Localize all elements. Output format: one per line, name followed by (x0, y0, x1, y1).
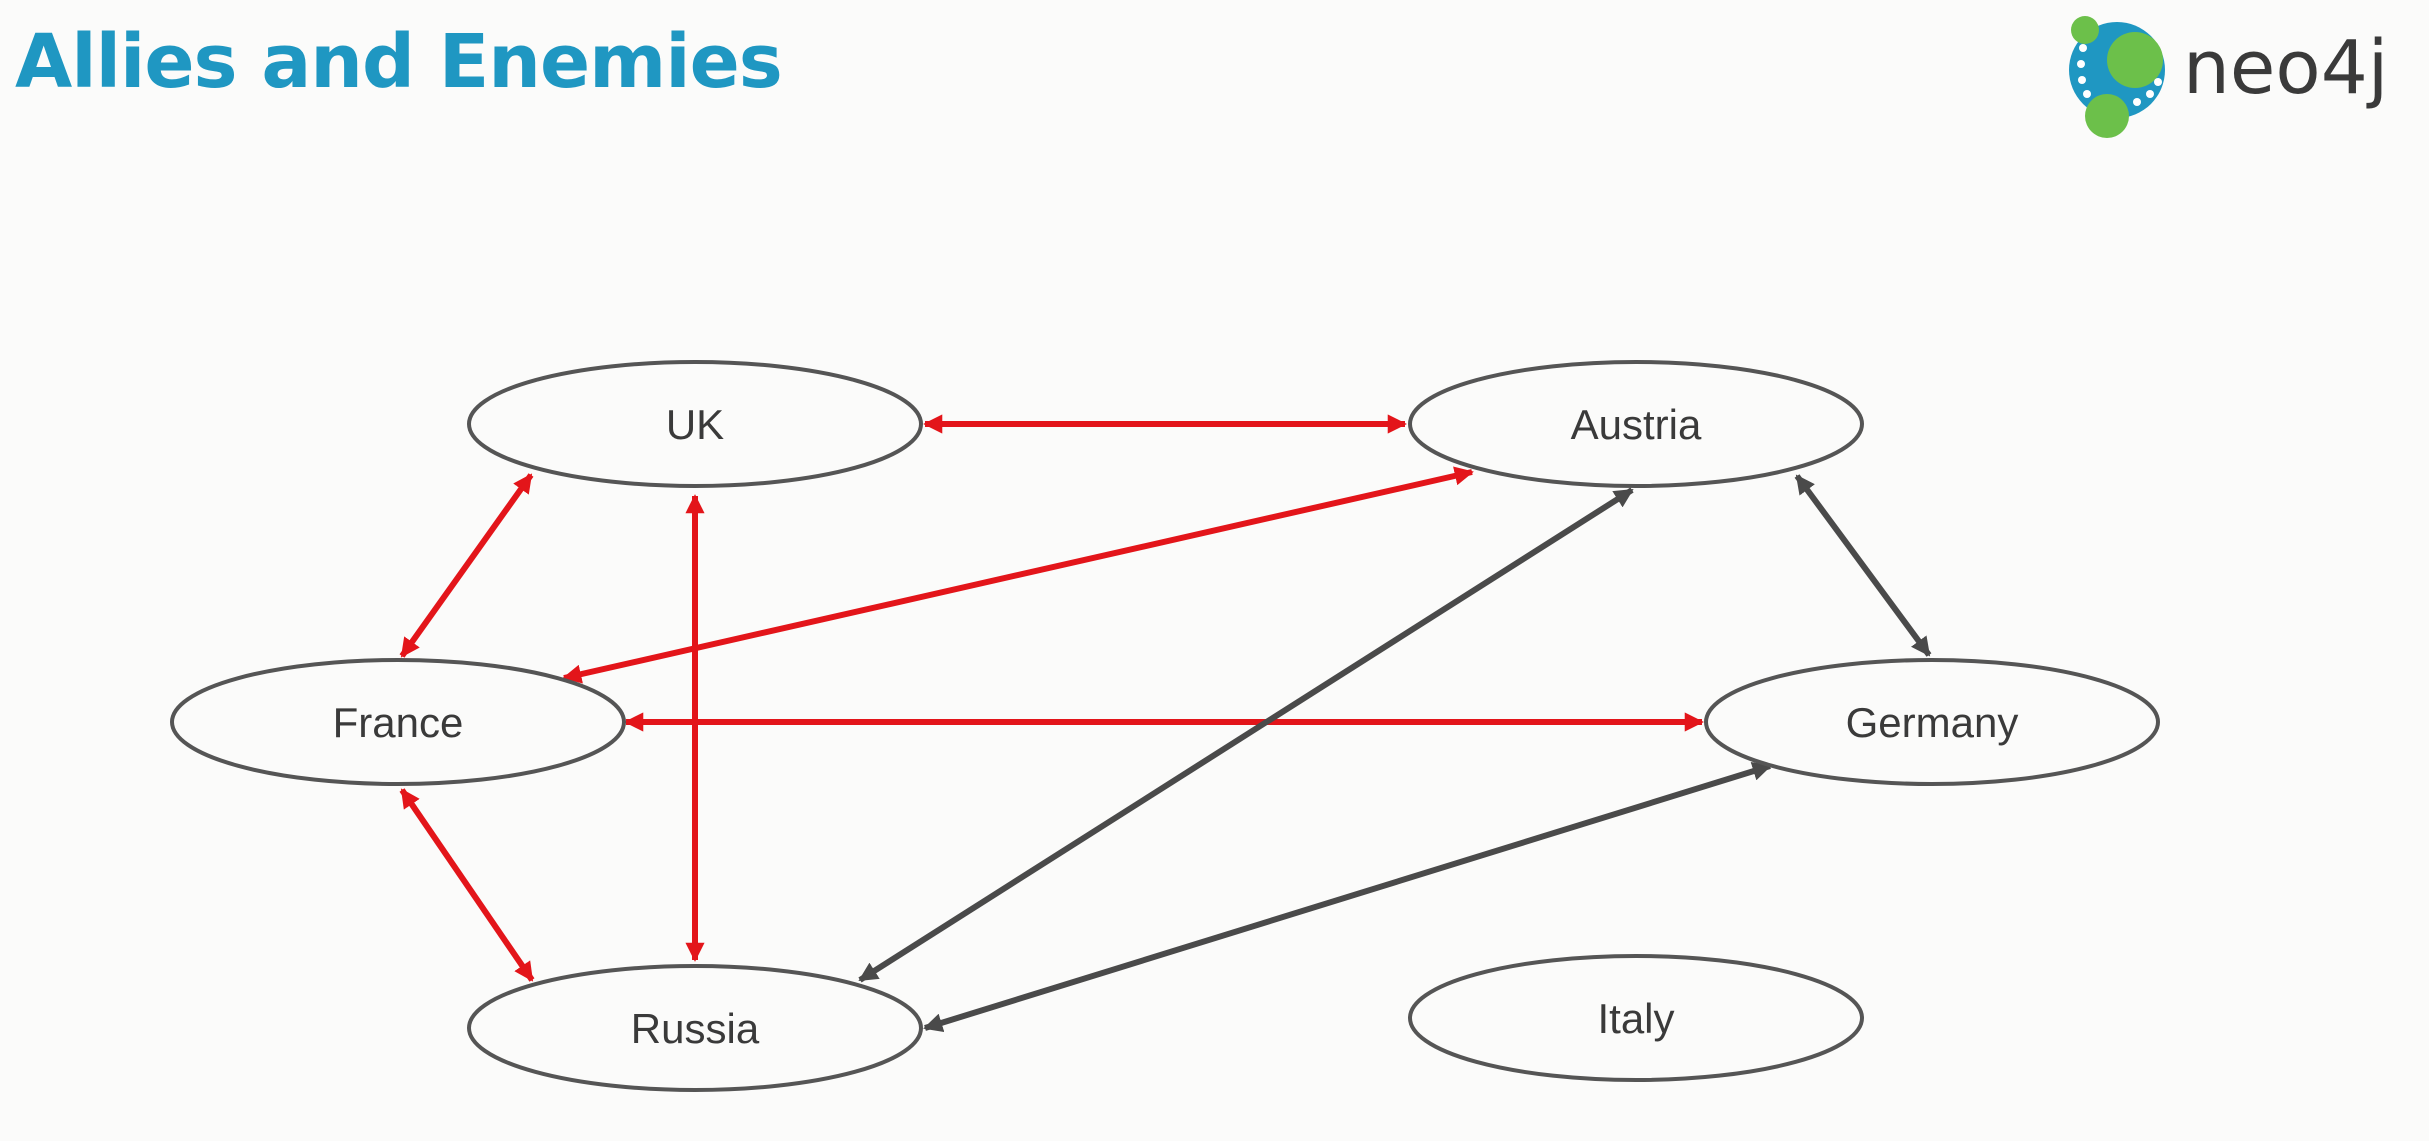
node-austria-label: Austria (1571, 401, 1702, 448)
edges (399, 414, 1932, 1033)
edge-austria-germany (1794, 474, 1932, 657)
neo4j-logo-mark (2069, 16, 2165, 138)
logo-wordmark: neo4j (2183, 25, 2388, 111)
node-austria[interactable]: Austria (1408, 360, 1864, 488)
edge-uk-france (399, 473, 534, 658)
node-italy[interactable]: Italy (1408, 954, 1864, 1082)
node-uk[interactable]: UK (467, 360, 923, 488)
node-austria-shape (1408, 360, 1864, 488)
node-germany-shape (1704, 658, 2160, 786)
node-uk-shape (467, 360, 923, 488)
edge-germany-russia (923, 761, 1772, 1033)
node-russia-label: Russia (631, 1005, 760, 1052)
node-russia-shape (467, 964, 923, 1092)
node-uk-label: UK (666, 401, 724, 448)
node-france[interactable]: France (170, 658, 626, 786)
slide-title: Allies and Enemies (15, 19, 783, 105)
node-france-shape (170, 658, 626, 786)
node-italy-shape (1408, 954, 1864, 1082)
neo4j-logo: neo4j (2069, 16, 2388, 138)
node-germany[interactable]: Germany (1704, 658, 2160, 786)
node-russia[interactable]: Russia (467, 964, 923, 1092)
node-italy-label: Italy (1597, 995, 1674, 1042)
edge-austria-russia (858, 487, 1634, 983)
edge-france-austria (562, 466, 1474, 684)
node-france-label: France (333, 699, 464, 746)
node-germany-label: Germany (1846, 699, 2019, 746)
edge-france-russia (399, 788, 535, 982)
